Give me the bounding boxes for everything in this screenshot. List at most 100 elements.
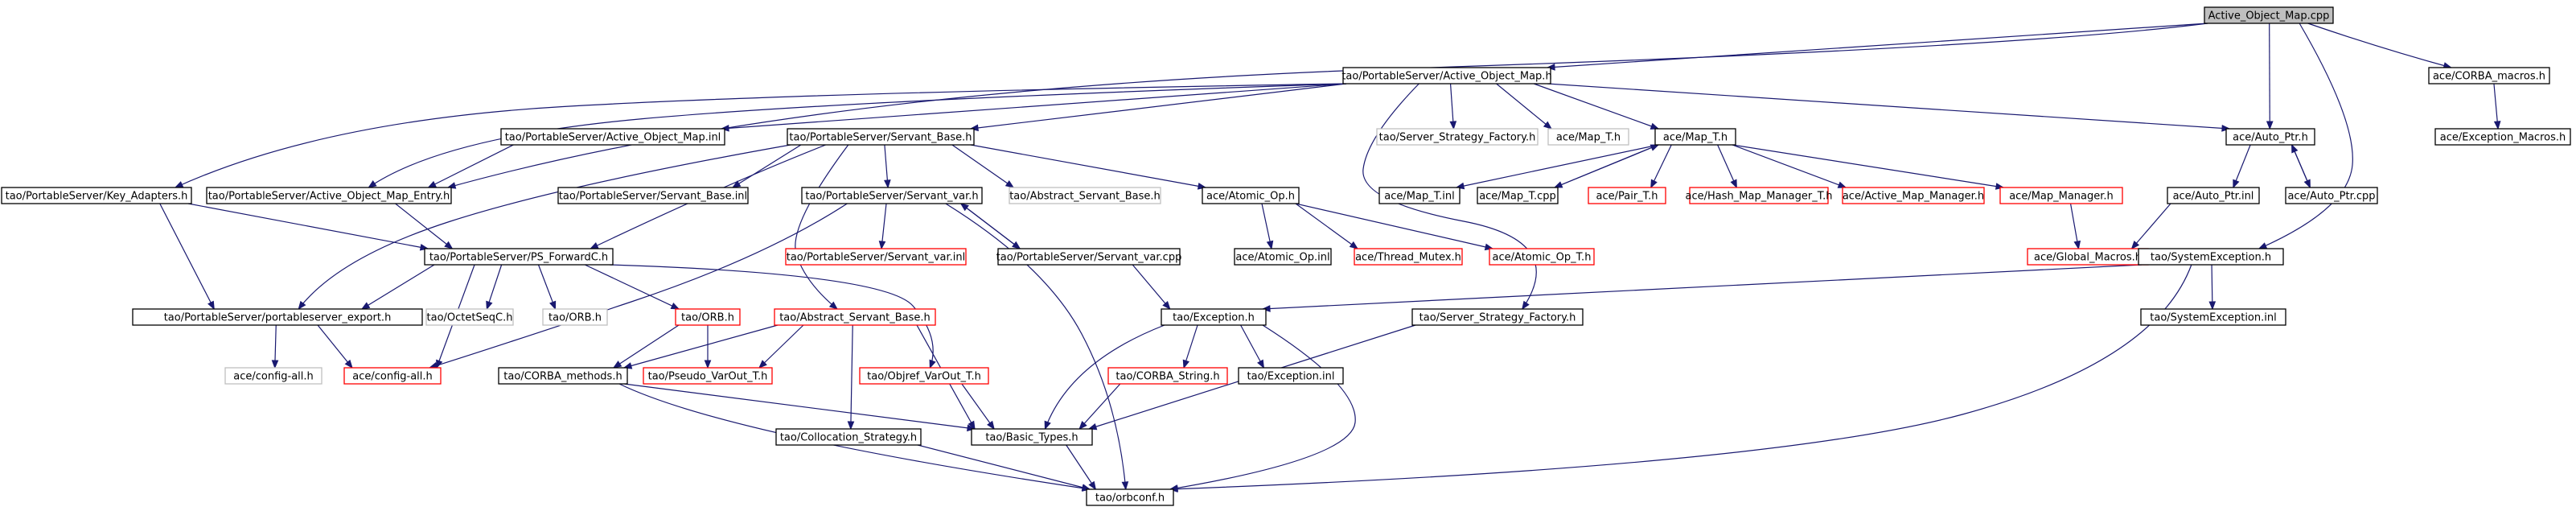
edge-map_manager-to-global_macros — [2069, 203, 2081, 250]
node-label: ace/Map_T.h — [1556, 132, 1621, 144]
node-label: ace/Global_Macros.h — [2034, 252, 2142, 264]
edge-atomic_op-to-atomic_op_t — [1295, 203, 1494, 251]
node-label: tao/Pseudo_VarOut_T.h — [648, 371, 768, 383]
node-servant-base-inl[interactable]: tao/PortableServer/Servant_Base.inl — [557, 187, 749, 204]
node-box — [1234, 248, 1332, 266]
arrowhead-icon — [344, 359, 353, 369]
node-global-macros[interactable]: ace/Global_Macros.h — [2027, 248, 2149, 266]
edge-objref_varout-to-basic_types — [961, 383, 995, 431]
node-aom-h[interactable]: tao/PortableServer/Active_Object_Map.h — [1341, 67, 1552, 84]
node-label: tao/CORBA_methods.h — [503, 371, 622, 383]
node-key-adapters[interactable]: tao/PortableServer/Key_Adapters.h — [1, 187, 192, 204]
arrowhead-icon — [758, 360, 767, 369]
node-atomic-op-inl[interactable]: ace/Atomic_Op.inl — [1234, 248, 1332, 266]
node-abs-servant[interactable]: tao/Abstract_Servant_Base.h — [774, 308, 936, 326]
edge-servant_var_cpp-to-exception — [1132, 264, 1171, 311]
node-exc-macros[interactable]: ace/Exception_Macros.h — [2434, 128, 2571, 146]
arrowhead-icon — [2073, 240, 2081, 250]
node-box — [1842, 187, 1985, 204]
node-thread-mutex[interactable]: ace/Thread_Mutex.h — [1354, 248, 1463, 266]
node-active-map[interactable]: ace/Active_Map_Manager.h — [1842, 187, 1985, 204]
node-map-manager[interactable]: ace/Map_Manager.h — [1999, 187, 2123, 204]
arrowhead-icon — [1650, 122, 1660, 130]
edge-root-to-auto_ptr — [2266, 23, 2274, 130]
node-box — [1547, 128, 1629, 146]
node-aom-entry[interactable]: tao/PortableServer/Active_Object_Map_Ent… — [206, 187, 452, 204]
node-label: ace/CORBA_macros.h — [2433, 71, 2545, 83]
node-tao-config[interactable]: ace/config-all.h — [343, 367, 442, 385]
node-map-t-grey: ace/Map_T.h — [1547, 128, 1629, 146]
node-root[interactable]: Active_Object_Map.cpp — [2204, 6, 2334, 24]
node-orbconf[interactable]: tao/orbconf.h — [1086, 488, 1174, 506]
node-sysexc-inl[interactable]: tao/SystemException.inl — [2140, 308, 2286, 326]
node-box — [1161, 308, 1267, 326]
arrowhead-icon — [1257, 359, 1265, 369]
arrowhead-icon — [368, 180, 377, 188]
arrowhead-icon — [2258, 242, 2268, 249]
node-label: ace/Active_Map_Manager.h — [1843, 191, 1984, 203]
node-pseudo-varout[interactable]: tao/Pseudo_VarOut_T.h — [643, 367, 773, 385]
node-map-t-inl[interactable]: ace/Map_T.inl — [1378, 187, 1461, 204]
arrowhead-icon — [1837, 181, 1847, 188]
node-hash-map[interactable]: ace/Hash_Map_Manager_T.h — [1686, 187, 1833, 204]
arrowhead-icon — [2493, 121, 2501, 130]
node-map-t-cpp[interactable]: ace/Map_T.cpp — [1477, 187, 1559, 204]
node-label: tao/Exception.h — [1173, 312, 1255, 324]
node-exception-inl[interactable]: tao/Exception.inl — [1238, 367, 1344, 385]
node-servant-var-inl[interactable]: tao/PortableServer/Servant_var.inl — [785, 248, 967, 266]
node-auto-ptr-cpp[interactable]: ace/Auto_Ptr.cpp — [2285, 187, 2378, 204]
node-label: ace/Exception_Macros.h — [2440, 132, 2566, 144]
edge-aom_h-to-servant_base — [969, 83, 1347, 132]
edge-exception-to-orbconf — [1169, 324, 1356, 492]
node-servant-base[interactable]: tao/PortableServer/Servant_Base.h — [787, 128, 975, 146]
edge-aom_h-to-map_t — [1533, 83, 1660, 130]
node-basic-types[interactable]: tao/Basic_Types.h — [971, 428, 1093, 446]
arrowhead-icon — [967, 424, 976, 432]
node-corba-macros[interactable]: ace/CORBA_macros.h — [2428, 67, 2550, 84]
edge-servant_var-to-servant_var_inl — [878, 203, 887, 250]
node-exception[interactable]: tao/Exception.h — [1161, 308, 1267, 326]
edge-corba_macros-to-exc_macros — [2493, 83, 2501, 130]
node-box — [774, 308, 936, 326]
edge-servant_base-to-abs_servant — [795, 144, 849, 310]
node-map-t[interactable]: ace/Map_T.h — [1654, 128, 1736, 146]
node-auto-ptr[interactable]: ace/Auto_Ptr.h — [2225, 128, 2315, 146]
arrowhead-icon — [1522, 300, 1530, 311]
node-label: tao/PortableServer/Servant_var.inl — [787, 252, 966, 264]
node-box — [2140, 308, 2286, 326]
arrowhead-icon — [929, 359, 936, 369]
arrowhead-icon — [590, 241, 599, 249]
node-corba-string[interactable]: tao/CORBA_String.h — [1107, 367, 1228, 385]
node-atomic-op[interactable]: ace/Atomic_Op.h — [1202, 187, 1300, 204]
node-box — [224, 367, 323, 385]
edge-corba_string-to-basic_types — [1078, 383, 1121, 430]
node-label: ace/Atomic_Op.inl — [1235, 252, 1329, 264]
arrowhead-icon — [207, 300, 215, 311]
node-ps-export[interactable]: tao/PortableServer/portableserver_export… — [132, 308, 423, 326]
node-ps-forward[interactable]: tao/PortableServer/PS_ForwardC.h — [424, 248, 614, 266]
edge-ps_forward-to-orb_grey — [537, 264, 557, 311]
node-orb[interactable]: tao/ORB.h — [675, 308, 741, 326]
node-label: tao/orbconf.h — [1095, 492, 1165, 505]
node-objref-varout[interactable]: tao/Objref_VarOut_T.h — [859, 367, 989, 385]
node-aom-inl[interactable]: tao/PortableServer/Active_Object_Map.inl — [500, 128, 725, 146]
node-box — [2285, 187, 2378, 204]
node-box — [2167, 187, 2260, 204]
arrowhead-icon — [444, 241, 454, 249]
node-ssf[interactable]: tao/Server_Strategy_Factory.h — [1411, 308, 1584, 326]
node-system-exception[interactable]: tao/SystemException.h — [2138, 248, 2284, 266]
node-auto-ptr-inl[interactable]: ace/Auto_Ptr.inl — [2167, 187, 2260, 204]
node-corba-methods[interactable]: tao/CORBA_methods.h — [498, 367, 628, 385]
node-atomic-op-t[interactable]: ace/Atomic_Op_T.h — [1489, 248, 1595, 266]
edge-ps_export-to-tao_config — [317, 324, 353, 369]
node-collocation[interactable]: tao/Collocation_Strategy.h — [775, 428, 922, 446]
edge-collocation-to-orbconf — [917, 444, 1091, 491]
node-servant-var[interactable]: tao/PortableServer/Servant_var.h — [801, 187, 983, 204]
node-pair-t[interactable]: ace/Pair_T.h — [1588, 187, 1666, 204]
node-box — [542, 308, 608, 326]
node-box — [1009, 187, 1161, 204]
edge-aom_entry-to-ps_forward — [395, 203, 454, 249]
node-servant-var-cpp[interactable]: tao/PortableServer/Servant_var.cpp — [996, 248, 1182, 266]
edge-aom_h-to-aom_entry — [368, 83, 1347, 188]
node-box — [801, 187, 983, 204]
